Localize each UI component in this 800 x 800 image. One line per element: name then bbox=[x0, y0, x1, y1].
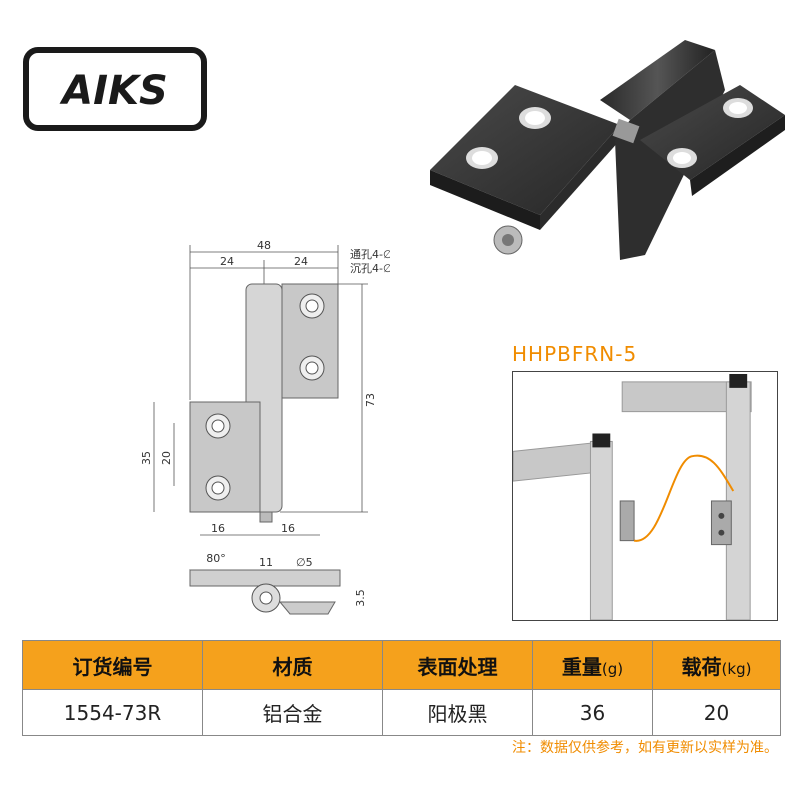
hole-counter-label: 沉孔4-∅11.0 bbox=[350, 262, 390, 275]
cell-load: 20 bbox=[652, 689, 781, 736]
spec-header-row: 订货编号 材质 表面处理 重量(g) 载荷(kg) bbox=[22, 640, 781, 690]
table-row: 1554-73R 铝合金 阳极黑 36 20 bbox=[22, 689, 781, 736]
dim-pin-dia: ∅5 bbox=[296, 556, 313, 569]
dim-angle: 80° bbox=[206, 552, 226, 565]
dim-width: 48 bbox=[257, 240, 271, 252]
model-code: HHPBFRN-5 bbox=[512, 342, 638, 366]
header-material: 材质 bbox=[202, 640, 383, 690]
hole-through-label: 通孔4-∅5.5 bbox=[350, 248, 390, 261]
cell-surface: 阳极黑 bbox=[382, 689, 533, 736]
dim-half-left: 24 bbox=[220, 255, 234, 268]
cell-material: 铝合金 bbox=[202, 689, 383, 736]
dim-height: 73 bbox=[364, 393, 377, 407]
cell-order-no: 1554-73R bbox=[22, 689, 203, 736]
dim-bottom-left: 16 bbox=[211, 522, 225, 535]
dim-half-right: 24 bbox=[294, 255, 308, 268]
dim-bottom-right: 16 bbox=[281, 522, 295, 535]
brand-logo: AIKS bbox=[23, 47, 207, 131]
logo-text: AIKS bbox=[59, 68, 168, 114]
header-order-no: 订货编号 bbox=[22, 640, 203, 690]
dim-pitch-outer: 35 bbox=[140, 451, 153, 465]
technical-drawing: 48 24 24 通孔4-∅5.5 沉孔4-∅11.0 73 35 20 16 … bbox=[140, 240, 390, 615]
footnote: 注：数据仅供参考，如有更新以实样为准。 bbox=[512, 740, 778, 756]
cell-weight: 36 bbox=[532, 689, 653, 736]
dim-side-width: 11 bbox=[259, 556, 273, 569]
installation-photo bbox=[512, 371, 778, 621]
spec-table: 订货编号 材质 表面处理 重量(g) 载荷(kg) 1554-73R 铝合金 阳… bbox=[22, 640, 781, 736]
product-photo bbox=[430, 40, 785, 260]
header-weight: 重量(g) bbox=[532, 640, 653, 690]
dim-thickness: 3.5 bbox=[354, 589, 367, 607]
header-surface: 表面处理 bbox=[382, 640, 533, 690]
dim-pitch-inner: 20 bbox=[160, 451, 173, 465]
header-load: 载荷(kg) bbox=[652, 640, 781, 690]
